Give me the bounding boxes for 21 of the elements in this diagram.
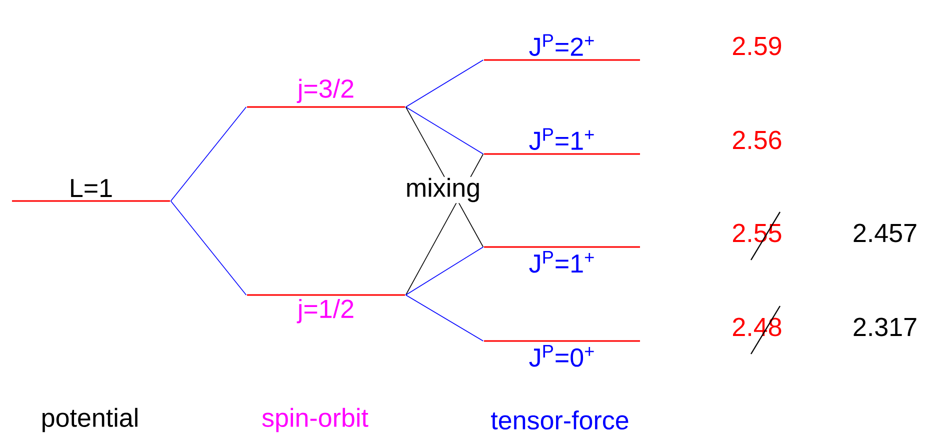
connector-line <box>405 294 484 342</box>
connector-line <box>405 60 484 108</box>
connector-line <box>170 200 247 296</box>
mixing-label: mixing <box>404 176 482 204</box>
energy-level: j=3/2 <box>246 78 406 108</box>
axis-caption: tensor-force <box>491 410 628 430</box>
connector-line <box>405 106 484 154</box>
energy-value: 2.457 <box>854 224 916 242</box>
energy-level: J$^{P}$=2$^{+}$ <box>483 34 641 61</box>
connector-line <box>170 106 247 202</box>
axis-caption: spin-orbit <box>262 408 368 432</box>
energy-value: 2.56 <box>733 130 782 150</box>
connector-line <box>405 246 484 296</box>
energy-level: L=1 <box>11 179 171 202</box>
axis-caption: potential <box>42 408 138 432</box>
energy-level: J$^{P}$=1$^{+}$ <box>483 246 641 273</box>
energy-level: J$^{P}$=1$^{+}$ <box>483 128 641 155</box>
energy-value: 2.59 <box>733 36 782 56</box>
energy-level: j=1/2 <box>246 294 406 324</box>
energy-value: 2.317 <box>854 318 916 336</box>
energy-level: J$^{P}$=0$^{+}$ <box>483 340 641 367</box>
